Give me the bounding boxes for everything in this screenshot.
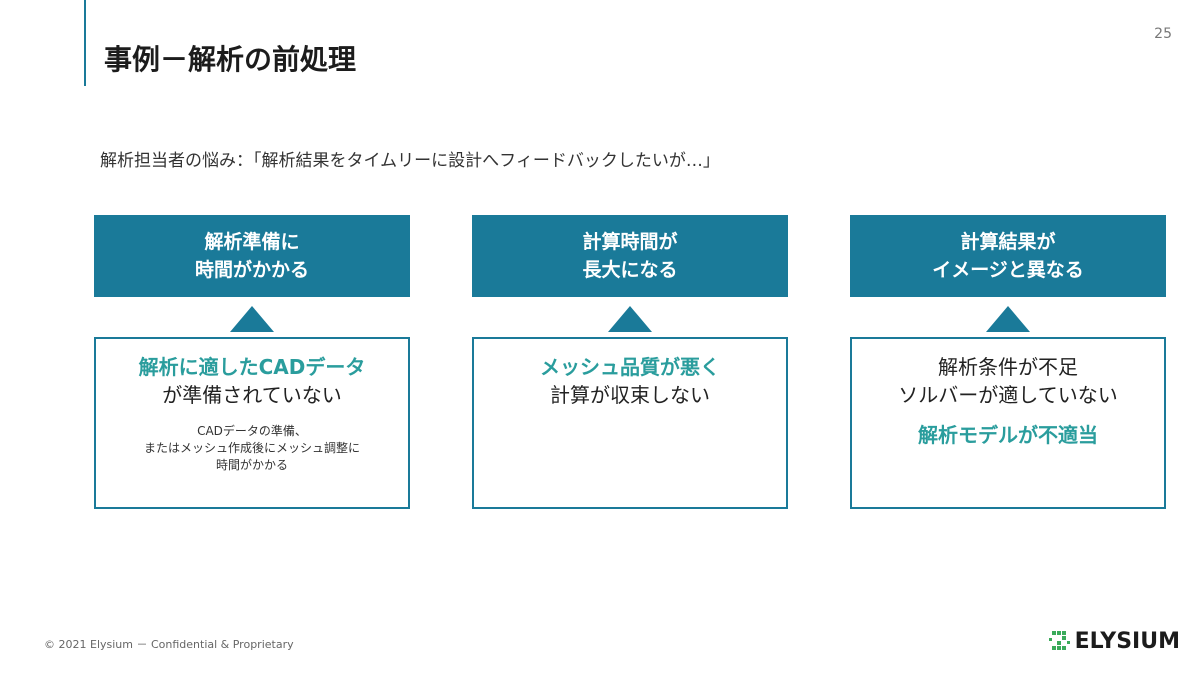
column-calc-time: 計算時間が 長大になる メッシュ品質が悪く 計算が収束しない	[472, 215, 788, 509]
subtitle: 解析担当者の悩み：「解析結果をタイムリーに設計へフィードバックしたいが…」	[100, 151, 720, 171]
detail-box: メッシュ品質が悪く 計算が収束しない	[472, 337, 788, 509]
detail-text-line2: ソルバーが適していない	[898, 383, 1118, 407]
column-header: 計算時間が 長大になる	[472, 215, 788, 297]
detail-text: 計算が収束しない	[550, 383, 710, 407]
triangle-up-icon	[608, 306, 652, 332]
logo-text: ELYSIUM	[1074, 628, 1180, 654]
detail-text-line1: 解析条件が不足	[938, 355, 1078, 379]
spacer	[852, 409, 1164, 421]
highlight-text: 解析モデルが不適当	[918, 423, 1098, 447]
detail-box: 解析に適したCADデータ が準備されていない CADデータの準備、 またはメッシ…	[94, 337, 410, 509]
detail-box: 解析条件が不足 ソルバーが適していない 解析モデルが不適当	[850, 337, 1166, 509]
column-calc-result: 計算結果が イメージと異なる 解析条件が不足 ソルバーが適していない 解析モデル…	[850, 215, 1166, 509]
detail-note: CADデータの準備、 またはメッシュ作成後にメッシュ調整に 時間がかかる	[143, 424, 360, 472]
detail-text: が準備されていない	[162, 383, 342, 407]
page-number: 25	[1154, 26, 1172, 42]
page-title: 事例－解析の前処理	[104, 43, 357, 76]
column-header: 解析準備に 時間がかかる	[94, 215, 410, 297]
column-analysis-prep: 解析準備に 時間がかかる 解析に適したCADデータ が準備されていない CADデ…	[94, 215, 410, 509]
elysium-logo: ELYSIUM	[1048, 628, 1180, 654]
elysium-logo-icon	[1048, 631, 1070, 650]
highlight-text: メッシュ品質が悪く	[540, 355, 720, 379]
column-header: 計算結果が イメージと異なる	[850, 215, 1166, 297]
triangle-up-icon	[986, 306, 1030, 332]
triangle-up-icon	[230, 306, 274, 332]
highlight-text: 解析に適したCADデータ	[138, 355, 366, 379]
footer-copyright: © 2021 Elysium － Confidential & Propriet…	[44, 638, 294, 651]
title-accent-bar	[84, 0, 86, 86]
